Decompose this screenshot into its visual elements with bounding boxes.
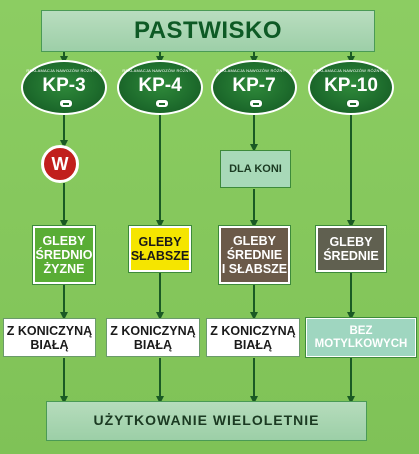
badge-icon (346, 99, 360, 108)
kp-7-label: REKLAMACJA NAWOZÓW RÓŻNYCH KP-7 (211, 60, 297, 115)
kp-4-label: REKLAMACJA NAWOZÓW RÓŻNYCH KP-4 (117, 60, 203, 115)
kp-caption: REKLAMACJA NAWOZÓW RÓŻNYCH (216, 68, 292, 73)
soil-srednio-zyzne: GLEBY ŚREDNIO ŻYZNE (32, 225, 96, 285)
kp-caption: REKLAMACJA NAWOZÓW RÓŻNYCH (313, 68, 389, 73)
kp-10-label: REKLAMACJA NAWOZÓW RÓŻNYCH KP-10 (308, 60, 394, 115)
kp-code: KP-10 (324, 75, 378, 96)
clover-koniczyna-2: Z KONICZYNĄ BIAŁĄ (106, 318, 200, 357)
kp-caption: REKLAMACJA NAWOZÓW RÓŻNYCH (122, 68, 198, 73)
bottom-usage-box: UŻYTKOWANIE WIELOLETNIE (46, 401, 367, 441)
diagram-title: PASTWISKO (41, 10, 375, 52)
soil-srednie: GLEBY ŚREDNIE (315, 225, 387, 273)
badge-icon (59, 99, 73, 108)
soil-srednie-i-slabsze: GLEBY ŚREDNIE I SŁABSZE (218, 225, 291, 285)
kp-caption: REKLAMACJA NAWOZÓW RÓŻNYCH (26, 68, 102, 73)
kp-code: KP-4 (138, 75, 182, 96)
badge-icon (249, 99, 263, 108)
kp-3-label: REKLAMACJA NAWOZÓW RÓŻNYCH KP-3 (21, 60, 107, 115)
kp-code: KP-7 (232, 75, 276, 96)
condition-dla-koni: DLA KONI (220, 150, 291, 188)
connector-lines (60, 52, 355, 404)
kp-code: KP-3 (42, 75, 86, 96)
clover-koniczyna-3: Z KONICZYNĄ BIAŁĄ (206, 318, 300, 357)
condition-w-circle: W (41, 145, 79, 183)
soil-slabsze: GLEBY SŁABSZE (128, 225, 192, 273)
badge-icon (155, 99, 169, 108)
clover-koniczyna-1: Z KONICZYNĄ BIAŁĄ (3, 318, 96, 357)
clover-bez-motylkowych: BEZ MOTYLKOWYCH (305, 317, 417, 358)
